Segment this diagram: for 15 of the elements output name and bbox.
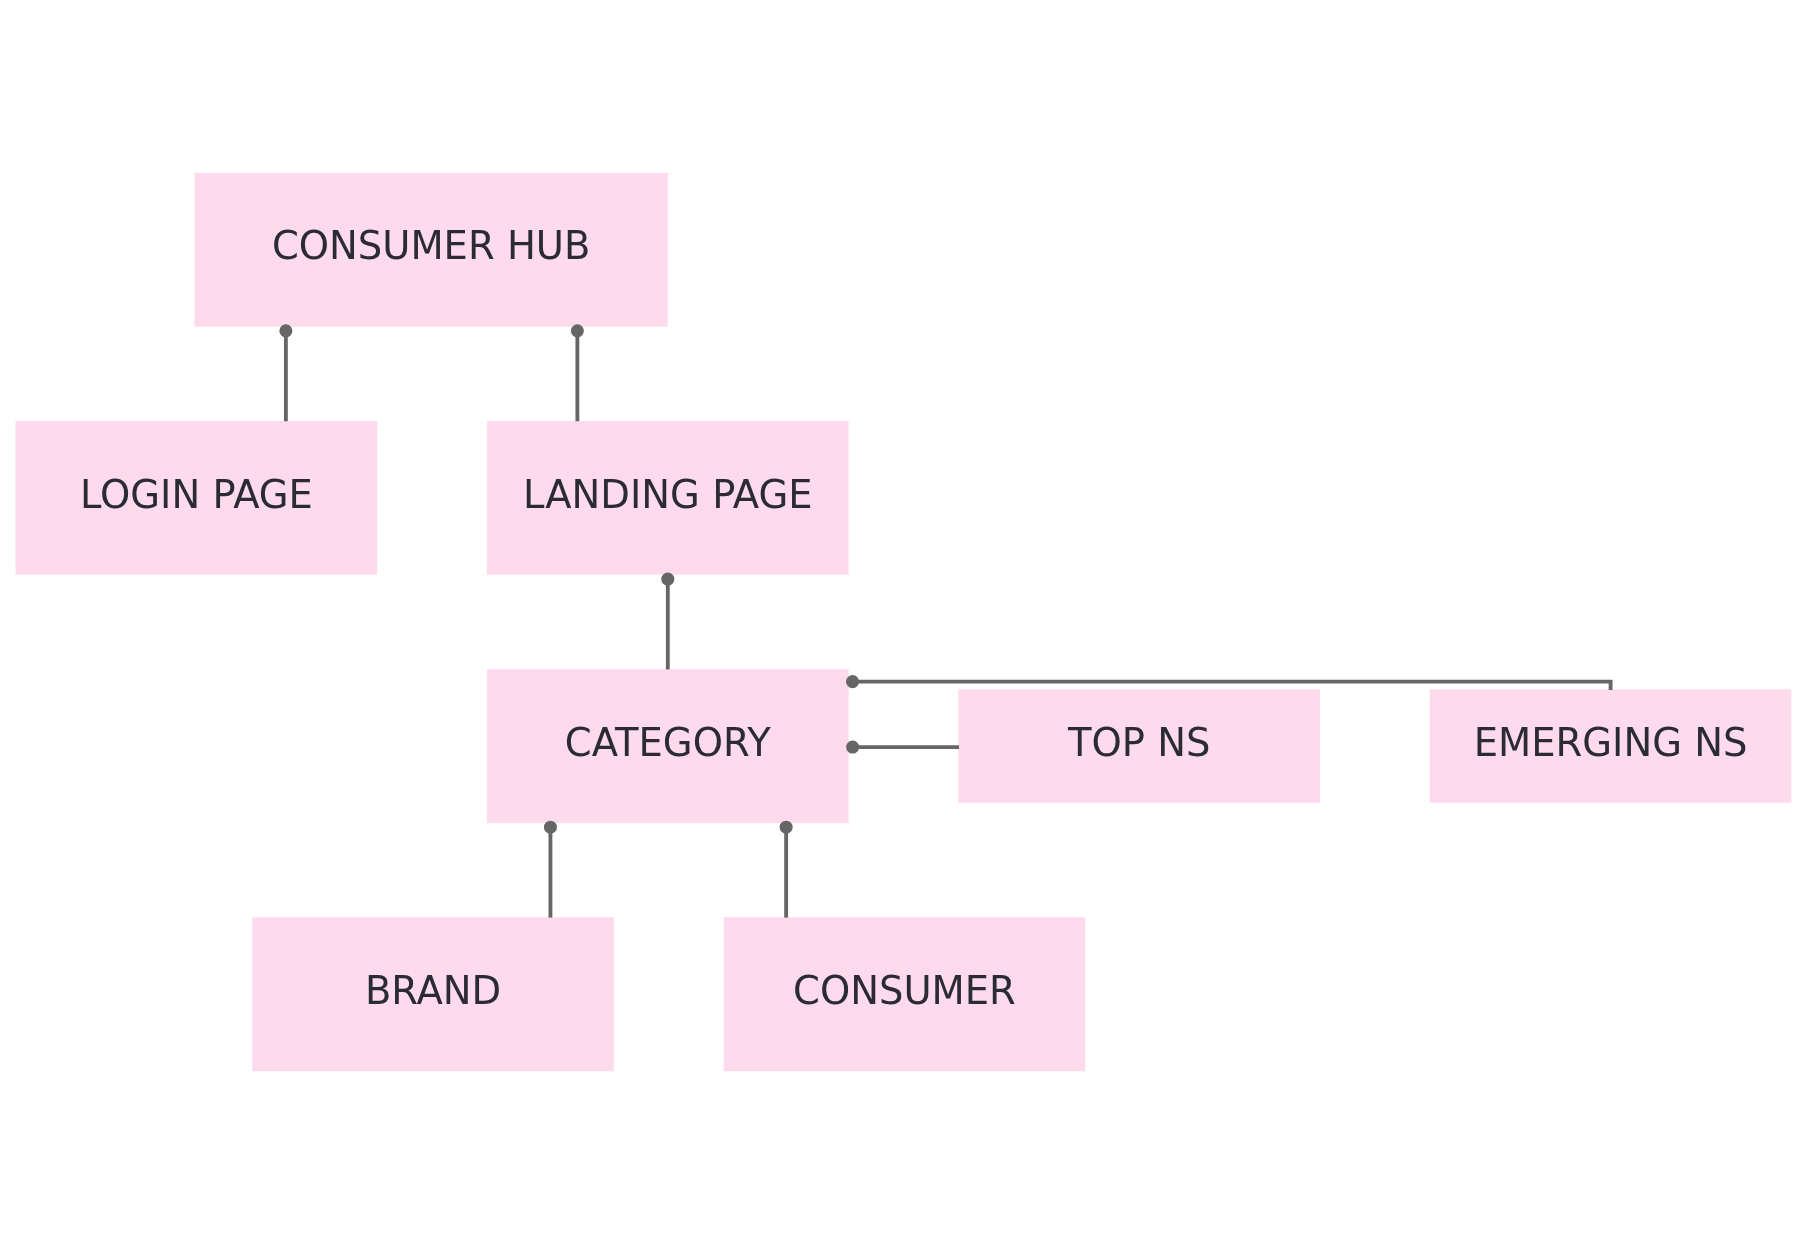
connector	[779, 820, 793, 918]
node-box: CATEGORY	[486, 668, 849, 823]
node-box: CONSUMER HUB	[194, 172, 668, 327]
connector	[846, 740, 960, 754]
connector	[279, 323, 293, 421]
node-box: CONSUMER	[723, 916, 1086, 1071]
connector	[661, 571, 675, 669]
node-box: EMERGING NS	[1429, 688, 1792, 803]
node-box: LANDING PAGE	[486, 420, 849, 575]
node-box: TOP NS	[958, 688, 1321, 803]
connector	[543, 820, 557, 918]
node-box: BRAND	[252, 916, 614, 1071]
node-box: LOGIN PAGE	[15, 420, 378, 575]
connector	[570, 323, 584, 421]
connector	[846, 674, 1613, 690]
